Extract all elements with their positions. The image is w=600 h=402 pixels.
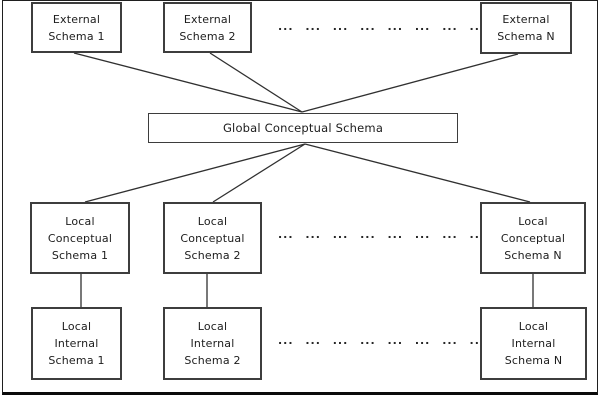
diagram-frame: [2, 0, 598, 395]
node-local-internal-schema-2: Local Internal Schema 2: [163, 307, 262, 380]
node-local-internal-schema-n: Local Internal Schema N: [480, 307, 587, 380]
ellipsis-row-internal: ... ... ... ... ... ... ... ...: [278, 334, 486, 347]
node-local-conceptual-schema-1: Local Conceptual Schema 1: [30, 202, 130, 274]
node-external-schema-1: External Schema 1: [31, 2, 122, 53]
ellipsis-row-conceptual: ... ... ... ... ... ... ... ...: [278, 228, 486, 241]
node-global-conceptual-schema: Global Conceptual Schema: [148, 113, 458, 143]
node-local-conceptual-schema-2: Local Conceptual Schema 2: [163, 202, 262, 274]
node-local-conceptual-schema-n: Local Conceptual Schema N: [480, 202, 586, 274]
node-external-schema-n: External Schema N: [480, 2, 572, 54]
ellipsis-row-external: ... ... ... ... ... ... ... ...: [278, 20, 486, 33]
node-local-internal-schema-1: Local Internal Schema 1: [31, 307, 122, 380]
node-external-schema-2: External Schema 2: [163, 2, 252, 53]
